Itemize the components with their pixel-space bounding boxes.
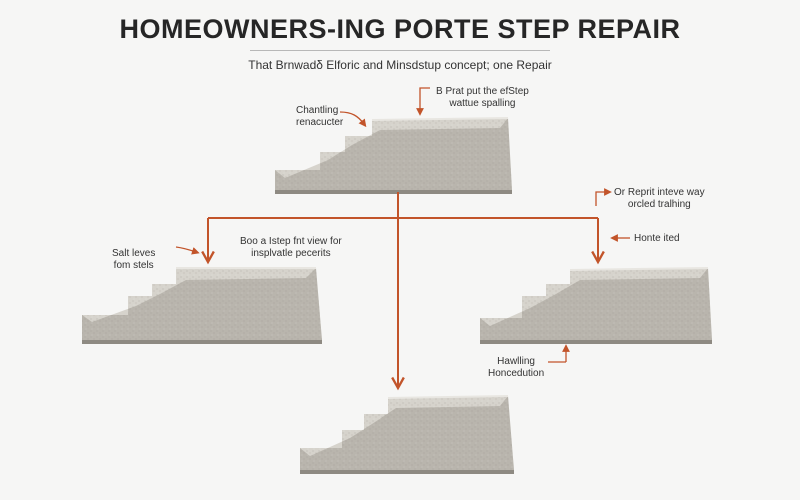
pointer-far-right xyxy=(595,188,612,206)
connector-arrows xyxy=(208,192,598,388)
label-top-left: Chantling renacucter xyxy=(296,105,344,128)
stone-steps-bottom xyxy=(300,395,514,474)
stone-steps-top xyxy=(275,117,512,194)
label-left: Salt leves fom stels xyxy=(112,248,156,271)
pointer-left xyxy=(175,246,200,255)
page-title: HOMEOWNERS-ING PORTE STEP REPAIR xyxy=(119,14,681,44)
page-subtitle: That Brnwadδ Elforic and Minsdstup conce… xyxy=(248,58,552,72)
callout-pointers xyxy=(175,87,630,363)
stone-steps-right xyxy=(480,267,712,344)
pointer-top-left xyxy=(339,111,367,128)
label-far-right: Or Reprit inteve way orcled tralhing xyxy=(614,187,705,210)
label-top-right: B Prat put the efStep wattue spalling xyxy=(436,86,529,109)
label-right-small: Honte ited xyxy=(634,233,680,244)
title-divider xyxy=(250,50,550,51)
label-bottom: Hawlling Honcedution xyxy=(488,356,545,379)
label-center-left: Boo a Istep fnt view for insplvatle pece… xyxy=(240,236,342,259)
stone-steps-left xyxy=(82,267,322,344)
pointer-top-right xyxy=(419,87,430,104)
